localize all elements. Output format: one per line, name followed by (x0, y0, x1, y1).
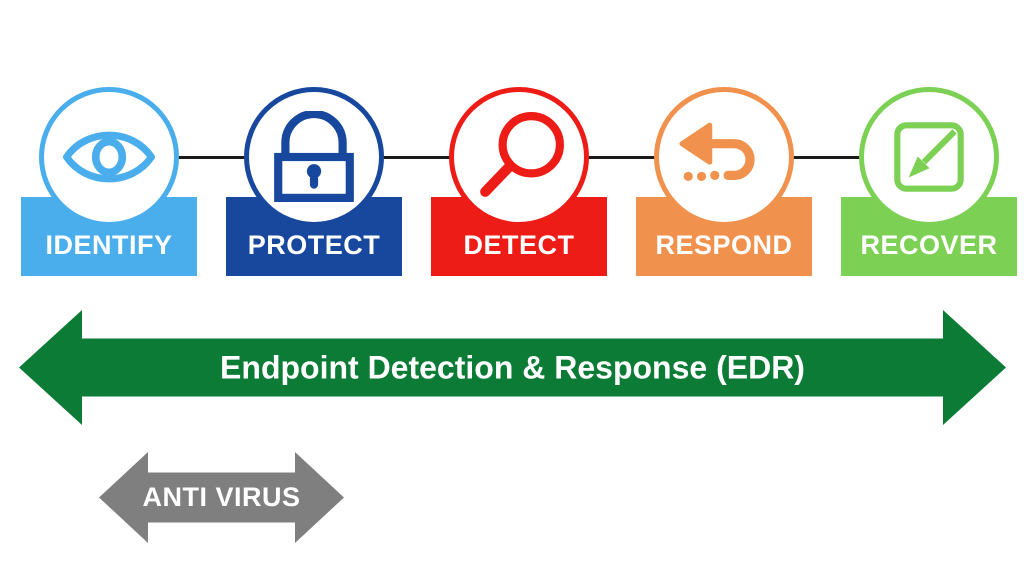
stage-detect: DETECT (431, 87, 607, 276)
stage-icon-circle (244, 87, 384, 227)
framework-stages: IDENTIFY PROTECT (21, 87, 1017, 276)
stage-icon-circle (859, 87, 999, 227)
stage-protect: PROTECT (226, 87, 402, 276)
double-headed-arrow-shape (19, 310, 1006, 425)
antivirus-arrow-label: ANTI VIRUS (142, 481, 301, 512)
diagonal-arrow-box-icon (894, 122, 964, 192)
magnifying-glass-icon (480, 112, 564, 197)
stage-label-plate: PROTECT (226, 197, 402, 276)
stage-label: RESPOND (655, 230, 793, 260)
stage-icon-circle (449, 87, 589, 227)
stage-label-plate: RESPOND (636, 197, 812, 276)
stage-label: DETECT (463, 230, 575, 260)
stage-label-plate: RECOVER (841, 197, 1017, 276)
stage-label: PROTECT (247, 230, 381, 260)
stage-label: IDENTIFY (45, 230, 173, 260)
edr-arrow: Endpoint Detection & Response (EDR) (19, 310, 1006, 425)
edr-arrow-label: Endpoint Detection & Response (EDR) (220, 348, 805, 385)
stage-label-plate: IDENTIFY (21, 197, 197, 276)
undo-arrow-icon (679, 122, 755, 182)
eye-icon (63, 131, 155, 183)
stage-label: RECOVER (860, 230, 998, 260)
stage-respond: RESPOND (636, 87, 812, 276)
double-headed-arrow-shape (99, 452, 344, 543)
stage-recover: RECOVER (841, 87, 1017, 276)
stage-icon-circle (654, 87, 794, 227)
stage-icon-circle (39, 87, 179, 227)
antivirus-arrow: ANTI VIRUS (99, 452, 344, 543)
padlock-icon (274, 111, 354, 202)
stage-identify: IDENTIFY (21, 87, 197, 276)
